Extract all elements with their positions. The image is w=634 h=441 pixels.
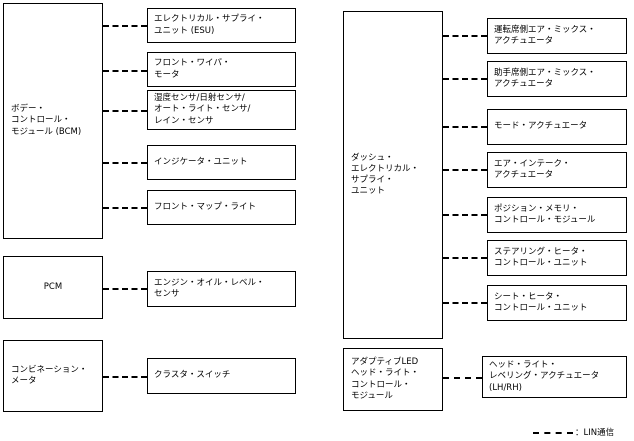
seat-heater-unit-box: シート・ヒータ・ コントロール・ユニット [487,285,627,321]
bcm-module: ボデー・ コントロール・ モジュール (BCM) [3,3,103,239]
legend-lin-label: ：LIN通信 [575,428,615,438]
combination-meter-module: コンビネーション・ メータ [3,340,103,412]
dash-electrical-supply-unit: ダッシュ・ エレクトリカル・ サプライ・ ユニット [343,11,443,339]
cluster-switch-box: クラスタ・スイッチ [147,358,296,394]
lin-connector [443,35,487,37]
lin-connector [103,207,147,209]
sensor-box: 湿度センサ/日射センサ/ オート・ライト・センサ/ レイン・センサ [147,90,296,130]
lin-connector [103,110,147,112]
esu-box: エレクトリカル・サプライ・ ユニット (ESU) [147,8,296,43]
lin-connector [443,257,487,259]
headlight-leveling-actuator-box: ヘッド・ライト・ レベリング・アクチュエータ (LH/RH) [482,356,627,398]
driver-air-mix-actuator-box: 運転席側エア・ミックス・ アクチュエータ [487,18,627,54]
lin-connector [103,70,147,72]
lin-connector [443,169,487,171]
passenger-air-mix-actuator-box: 助手席側エア・ミックス・ アクチュエータ [487,61,627,97]
lin-connector [443,214,487,216]
indicator-unit-box: インジケータ・ユニット [147,145,296,180]
position-memory-module-box: ポジション・メモリ・ コントロール・モジュール [487,197,627,233]
mode-actuator-box: モード・アクチュエータ [487,109,627,145]
legend-lin-line [533,432,573,434]
lin-connector [443,126,487,128]
adaptive-led-headlight-module: アダプティブLED ヘッド・ライト・ コントロール・ モジュール [343,348,443,411]
engine-oil-level-sensor-box: エンジン・オイル・レベル・ センサ [147,271,296,307]
front-map-light-box: フロント・マップ・ライト [147,190,296,225]
lin-connector [103,162,147,164]
steering-heater-unit-box: ステアリング・ヒータ・ コントロール・ユニット [487,240,627,276]
air-intake-actuator-box: エア・インテーク・ アクチュエータ [487,152,627,188]
front-wiper-motor-box: フロント・ワイパ・ モータ [147,52,296,87]
lin-connector [443,78,487,80]
lin-connector [103,25,147,27]
lin-connector [443,377,482,379]
lin-connector [103,288,147,290]
lin-connector [443,302,487,304]
lin-connector [103,376,147,378]
pcm-module: PCM [3,256,103,319]
